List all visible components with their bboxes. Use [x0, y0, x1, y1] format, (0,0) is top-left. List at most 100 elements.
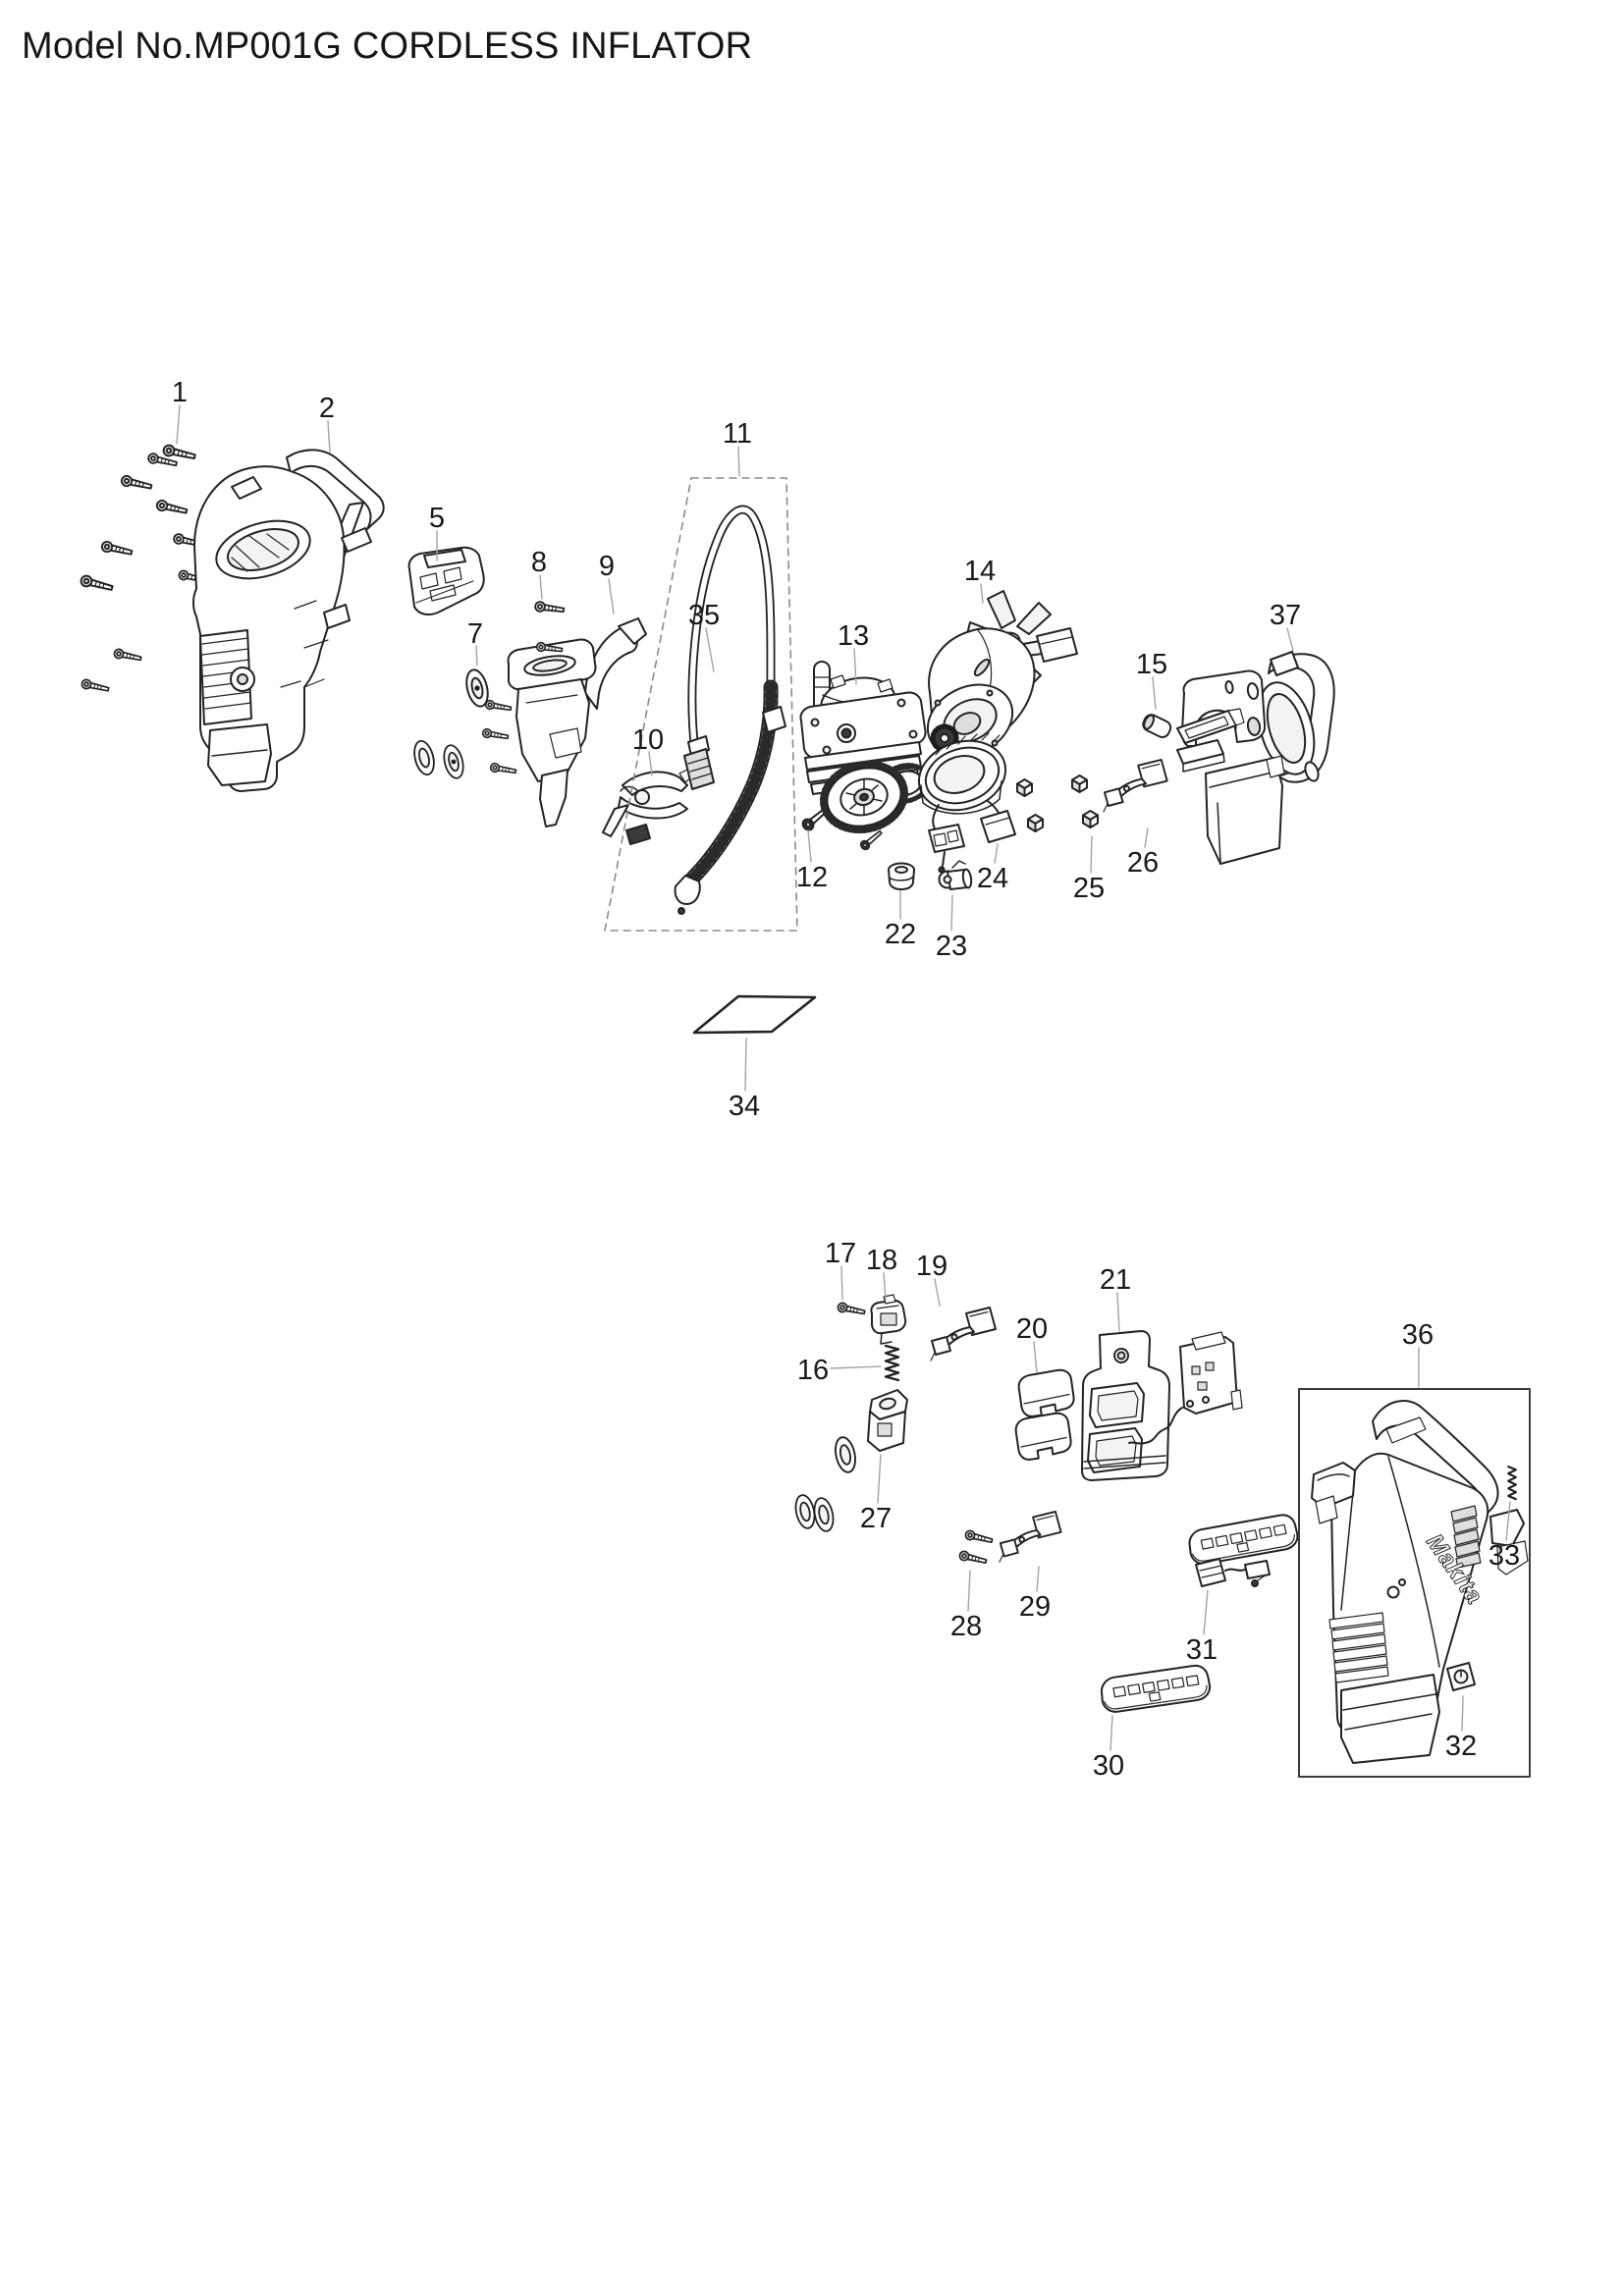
part-leader-12 — [807, 829, 812, 863]
part-11-hose-assembly — [674, 505, 786, 915]
part-label-29: 29 — [1019, 1591, 1051, 1623]
part-leader-14 — [980, 583, 984, 604]
part-21-bracket — [1081, 1330, 1243, 1481]
part-leader-18 — [883, 1272, 887, 1301]
part-30-keypad — [1099, 1512, 1301, 1714]
part-26-lever — [1102, 758, 1168, 813]
part-label-31: 31 — [1186, 1634, 1218, 1666]
part-label-17: 17 — [825, 1238, 856, 1269]
part-2-housing-left — [192, 449, 385, 792]
part-leader-19 — [934, 1278, 941, 1307]
part-23-valve — [938, 860, 973, 890]
part-label-28: 28 — [950, 1611, 982, 1642]
part-14-endbell-ring — [917, 732, 1007, 874]
part-leader-30 — [1110, 1715, 1113, 1751]
part-leader-7 — [475, 645, 478, 667]
kit-outlines — [604, 477, 1531, 1778]
part-28-screws — [957, 1528, 995, 1567]
part-7-grommets — [409, 667, 493, 781]
part-leader-24 — [994, 843, 999, 864]
part-label-37: 37 — [1270, 600, 1301, 631]
part-19-lever — [930, 1307, 997, 1362]
part-label-13: 13 — [838, 620, 869, 652]
part-5-cover — [407, 546, 485, 615]
hose-tip — [674, 875, 701, 905]
hose-kit-outline — [604, 477, 798, 932]
part-leader-28 — [967, 1570, 971, 1612]
housing-kit-outline — [1298, 1388, 1531, 1778]
part-label-24: 24 — [977, 863, 1008, 894]
part-29-lever — [998, 1510, 1062, 1564]
part-leader-15 — [1152, 676, 1157, 710]
part-leader-8 — [539, 574, 543, 600]
part-22-grommet — [888, 862, 915, 890]
part-label-16: 16 — [797, 1355, 829, 1386]
hose-top-fitting — [762, 706, 786, 733]
part-leader-34 — [744, 1038, 747, 1092]
part-label-2: 2 — [319, 393, 335, 424]
part-9-bracket — [481, 617, 647, 828]
part-label-14: 14 — [964, 556, 996, 587]
part-10-clip — [602, 769, 692, 845]
part-leader-11 — [737, 446, 740, 477]
part-25-cushions — [1016, 774, 1099, 832]
part-label-27: 27 — [860, 1503, 892, 1534]
part-leader-23 — [950, 894, 953, 932]
part-label-20: 20 — [1016, 1313, 1048, 1345]
part-leader-32 — [1461, 1695, 1464, 1732]
part-label-23: 23 — [936, 931, 967, 962]
part-18-sensor — [870, 1294, 907, 1345]
part-33-spring — [1506, 1465, 1518, 1501]
part-leader-1 — [176, 404, 181, 445]
part-leader-33 — [1505, 1501, 1511, 1541]
part-leader-25 — [1090, 835, 1093, 874]
part-27-switch — [791, 1389, 908, 1534]
part-leader-35 — [705, 627, 715, 672]
part-leader-29 — [1036, 1566, 1040, 1592]
part-13-pump-assembly — [799, 661, 981, 834]
part-label-34: 34 — [729, 1091, 760, 1122]
part-leader-37 — [1286, 627, 1294, 652]
part-36-housing-right: Makita — [1311, 1399, 1529, 1764]
part-label-35: 35 — [688, 600, 720, 631]
part-32-button — [1446, 1662, 1476, 1691]
part-leader-31 — [1203, 1589, 1209, 1635]
part-label-5: 5 — [429, 503, 445, 534]
part-label-12: 12 — [796, 862, 828, 893]
part-leader-27 — [877, 1454, 882, 1504]
part-label-33: 33 — [1489, 1540, 1520, 1572]
part-leader-10 — [648, 751, 653, 776]
part-leader-20 — [1033, 1341, 1038, 1373]
part-34-sheet — [692, 994, 817, 1035]
part-1-screws — [79, 443, 208, 695]
page-title: Model No.MP001G CORDLESS INFLATOR — [22, 26, 753, 67]
part-label-36: 36 — [1402, 1319, 1434, 1351]
part-leader-16 — [830, 1365, 882, 1369]
part-37-motor-housing — [1176, 651, 1335, 865]
part-label-11: 11 — [723, 418, 752, 450]
part-leader-21 — [1116, 1292, 1120, 1332]
part-16-spring — [884, 1344, 900, 1382]
part-leader-26 — [1144, 828, 1149, 848]
part-31-connector — [1195, 1558, 1271, 1587]
part-label-32: 32 — [1445, 1731, 1477, 1762]
part-label-7: 7 — [467, 618, 483, 650]
part-label-9: 9 — [599, 551, 615, 582]
part-label-22: 22 — [885, 919, 916, 950]
part-leader-2 — [327, 420, 331, 454]
part-label-21: 21 — [1100, 1264, 1131, 1296]
part-leader-9 — [608, 578, 615, 614]
part-label-19: 19 — [916, 1251, 947, 1282]
part-label-15: 15 — [1136, 649, 1167, 680]
part-15-pin — [1142, 714, 1172, 738]
part-24-pad — [980, 810, 1016, 843]
part-8-screw — [533, 600, 566, 616]
part-label-30: 30 — [1093, 1750, 1124, 1782]
part-leader-17 — [840, 1265, 843, 1301]
part-label-18: 18 — [866, 1245, 897, 1276]
part-label-10: 10 — [632, 724, 664, 756]
part-label-25: 25 — [1073, 873, 1105, 904]
